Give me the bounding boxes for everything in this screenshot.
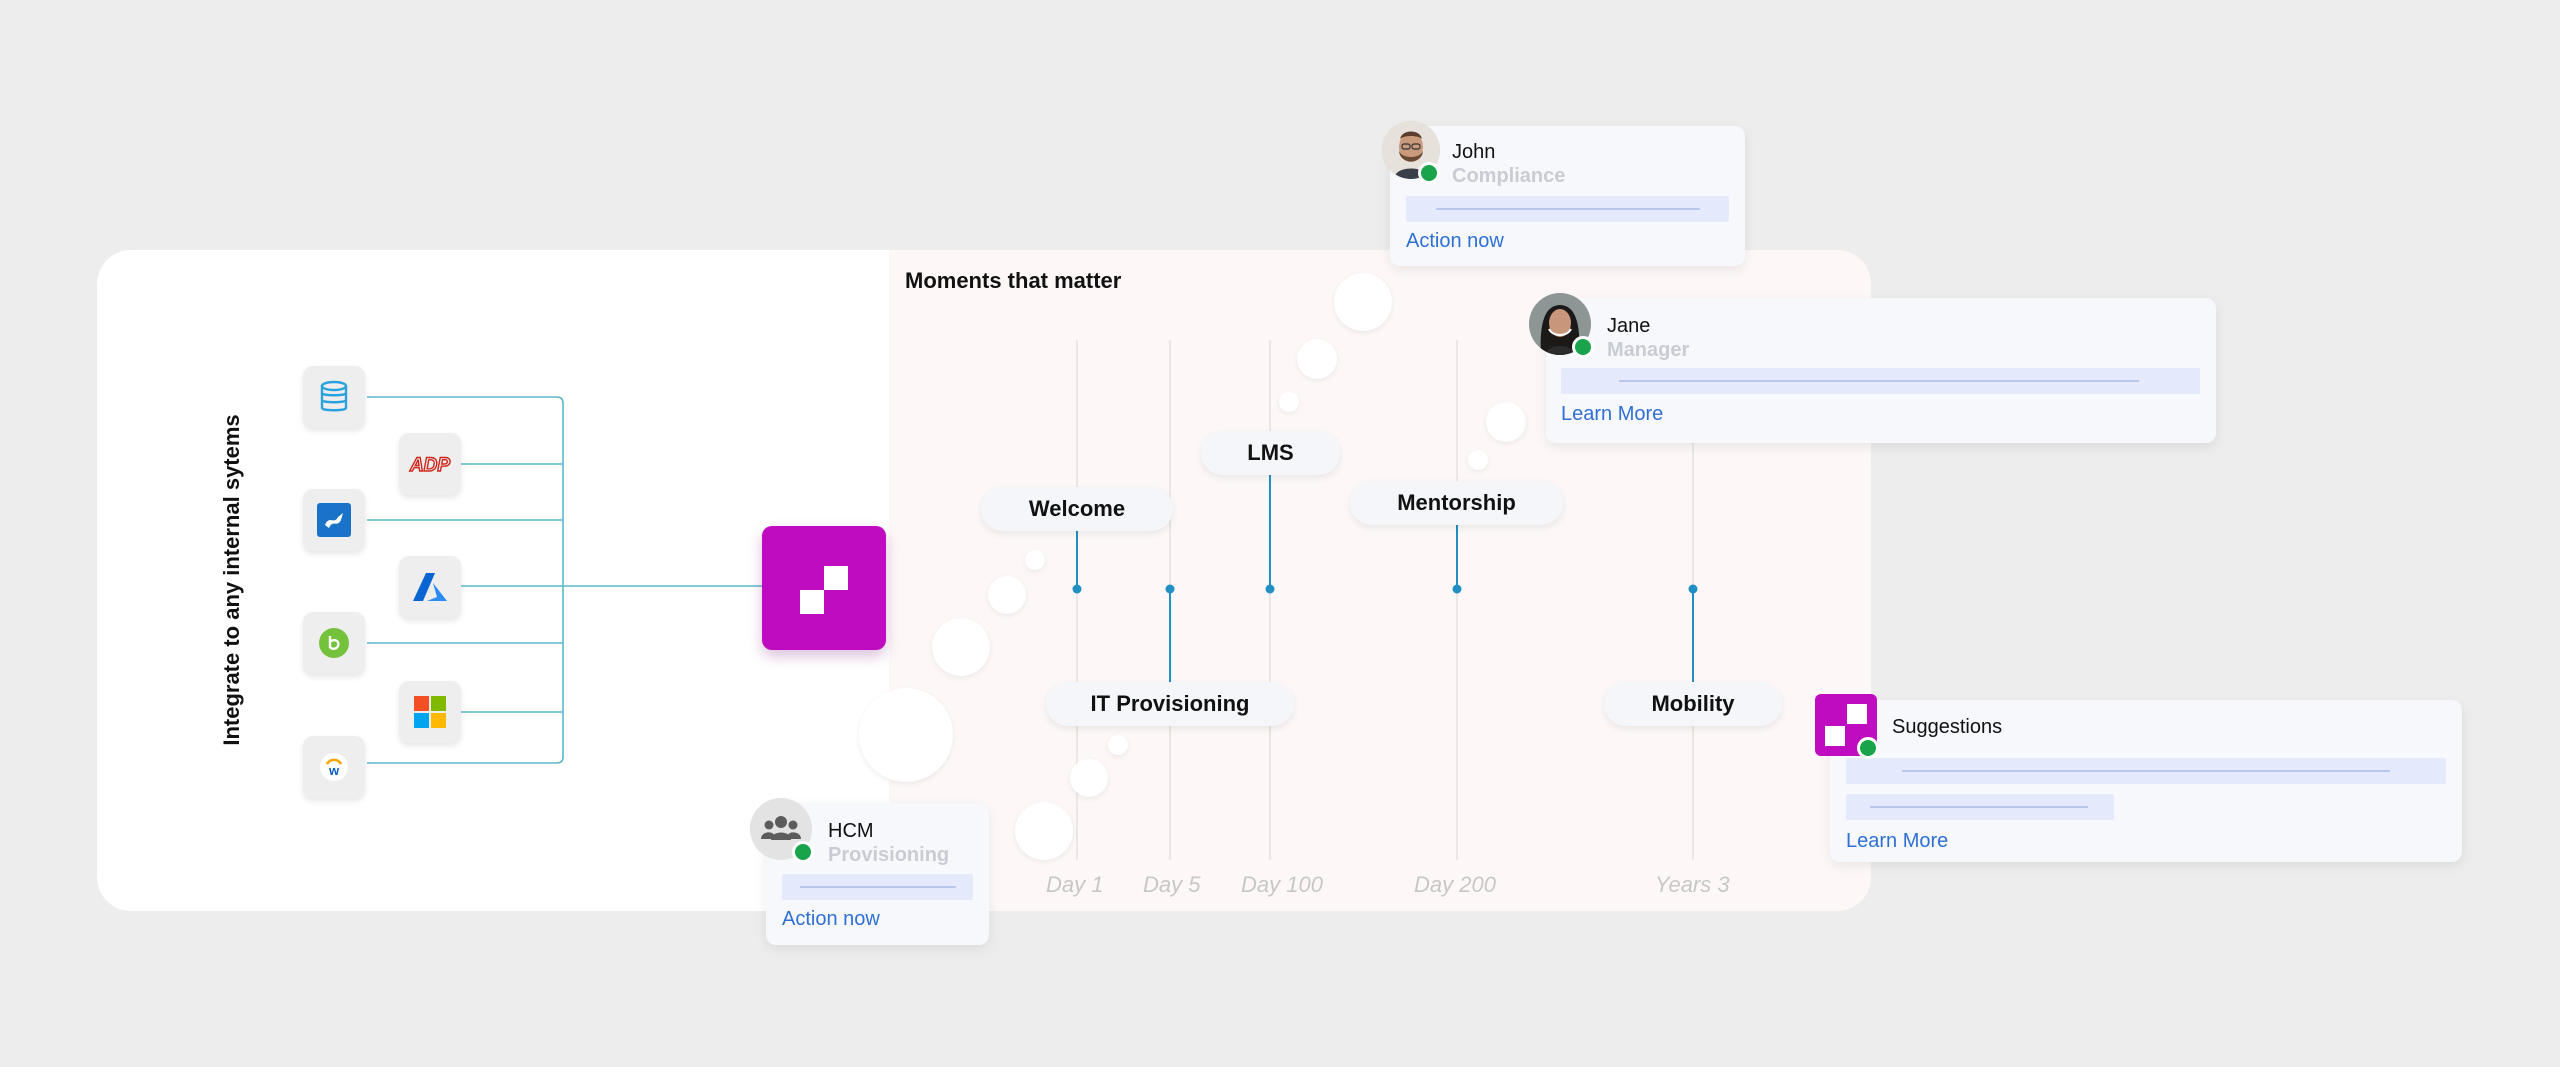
moment-welcome[interactable]: Welcome xyxy=(981,487,1173,531)
online-status-icon xyxy=(1418,162,1440,184)
day-label: Day 5 xyxy=(1143,872,1200,898)
card-content-placeholder xyxy=(1846,758,2446,784)
card-content-placeholder xyxy=(1561,368,2200,394)
card-role: Manager xyxy=(1607,339,1689,362)
card-content-placeholder xyxy=(1406,196,1729,222)
adp-tile[interactable]: ADP xyxy=(399,433,461,495)
suggestions-card[interactable]: Suggestions Learn More xyxy=(1830,700,2462,862)
workday-logo: w xyxy=(319,752,349,782)
blue-logo-tile[interactable] xyxy=(303,489,365,551)
john-card[interactable]: John Compliance Action now xyxy=(1390,126,1745,266)
learn-more-link[interactable]: Learn More xyxy=(1561,403,1663,426)
card-name: Suggestions xyxy=(1892,716,2002,739)
bubble xyxy=(1070,759,1108,797)
online-status-icon xyxy=(1857,737,1879,759)
database-icon xyxy=(319,380,349,414)
moment-mentorship[interactable]: Mentorship xyxy=(1350,481,1563,525)
adp-logo: ADP xyxy=(408,452,452,476)
database-tile[interactable] xyxy=(303,366,365,428)
bubble xyxy=(1015,802,1073,860)
day-label: Day 100 xyxy=(1241,872,1323,898)
bubble xyxy=(1279,392,1299,412)
bubble xyxy=(988,576,1026,614)
card-content-placeholder xyxy=(1846,794,2114,820)
bubble xyxy=(932,618,990,676)
azure-tile[interactable] xyxy=(399,556,461,618)
svg-text:ADP: ADP xyxy=(409,455,450,476)
bamboohr-tile[interactable] xyxy=(303,612,365,674)
card-name: Jane xyxy=(1607,315,1650,338)
card-role: Provisioning xyxy=(828,844,949,867)
workday-tile[interactable]: w xyxy=(303,736,365,798)
day-label: Day 200 xyxy=(1414,872,1496,898)
card-name: John xyxy=(1452,141,1495,164)
day-label: Day 1 xyxy=(1046,872,1103,898)
microsoft-logo xyxy=(414,696,446,728)
card-content-placeholder xyxy=(782,874,973,900)
bubble xyxy=(859,688,953,782)
card-name: HCM xyxy=(828,820,874,843)
moment-it-provisioning[interactable]: IT Provisioning xyxy=(1046,682,1294,726)
timeline-title: Moments that matter xyxy=(905,268,1121,294)
bubble xyxy=(1486,402,1526,442)
action-now-link[interactable]: Action now xyxy=(1406,230,1504,253)
bubble xyxy=(1108,735,1128,755)
online-status-icon xyxy=(792,841,814,863)
svg-text:w: w xyxy=(328,763,340,778)
app-logo[interactable] xyxy=(762,526,886,650)
bubble xyxy=(1297,339,1337,379)
bamboohr-logo xyxy=(318,627,350,659)
bracket-connector xyxy=(367,397,563,763)
microsoft-tile[interactable] xyxy=(399,681,461,743)
action-now-link[interactable]: Action now xyxy=(782,908,880,931)
azure-logo xyxy=(411,571,449,603)
moment-mobility[interactable]: Mobility xyxy=(1604,682,1782,726)
moment-lms[interactable]: LMS xyxy=(1201,431,1340,475)
jane-card[interactable]: Jane Manager Learn More xyxy=(1546,298,2216,443)
learn-more-link[interactable]: Learn More xyxy=(1846,830,1948,853)
online-status-icon xyxy=(1572,336,1594,358)
bubble xyxy=(1334,273,1392,331)
integrations-label: Integrate to any internal sytems xyxy=(219,414,245,745)
bubble xyxy=(1468,450,1488,470)
day-label: Years 3 xyxy=(1655,872,1730,898)
bubble xyxy=(1025,550,1045,570)
blue-square-logo-icon xyxy=(317,503,351,537)
card-role: Compliance xyxy=(1452,165,1565,188)
